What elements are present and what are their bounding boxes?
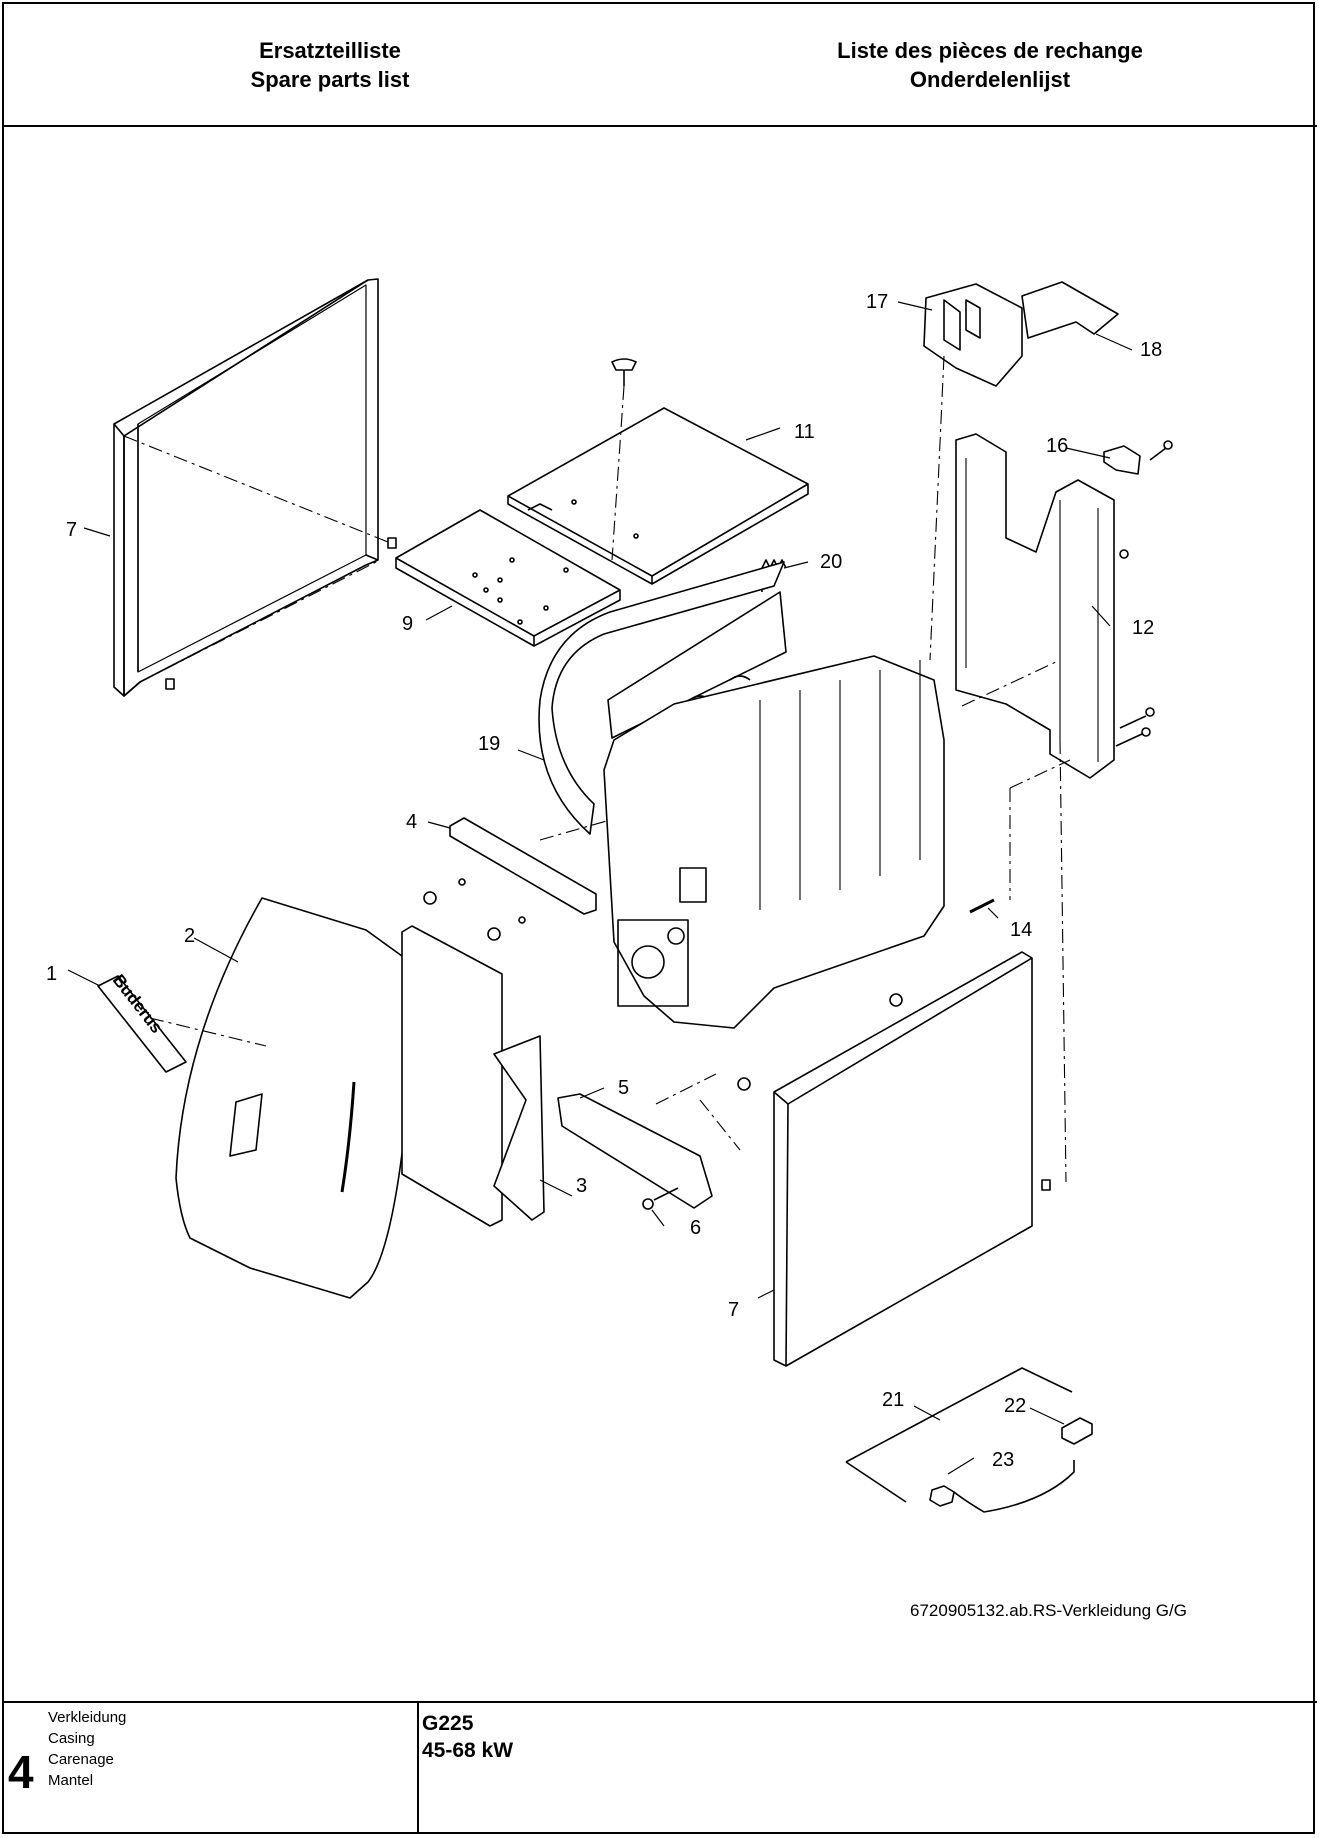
part-12-side-insulation — [955, 433, 1115, 779]
callout-22: 22 — [1004, 1395, 1026, 1417]
callout-numbers: 1 2 3 4 5 6 7 7 9 11 12 14 16 17 18 19 2… — [46, 291, 1162, 1471]
footer-divider — [2, 1701, 1317, 1703]
callout-11: 11 — [794, 421, 815, 443]
drawing-reference: 6720905132.ab.RS-Verkleidung G/G — [910, 1601, 1187, 1620]
section-name-nl: Mantel — [48, 1772, 94, 1789]
section-name-de: Verkleidung — [48, 1709, 127, 1726]
callout-23: 23 — [992, 1449, 1014, 1471]
callout-14: 14 — [1010, 919, 1032, 941]
callout-9: 9 — [402, 613, 413, 635]
section-names: Verkleidung Casing Carenage Mantel — [48, 1707, 126, 1791]
callout-7-side: 7 — [728, 1299, 739, 1321]
callout-7-rear: 7 — [66, 519, 77, 541]
callout-3: 3 — [576, 1175, 587, 1197]
callout-2: 2 — [184, 925, 195, 947]
part-4-mounting-strip — [449, 817, 597, 915]
part-1-buderus-logo: Buderus — [97, 971, 187, 1073]
part-16-bracket — [1103, 440, 1173, 475]
part-12-fixing-screws — [1115, 549, 1155, 747]
section-name-en: Casing — [48, 1730, 95, 1747]
part-14-bolt — [969, 898, 995, 914]
part-17-top-insulation — [923, 283, 1023, 387]
callout-18: 18 — [1140, 339, 1162, 361]
title-english: Spare parts list — [250, 67, 410, 92]
part-5-support-rail — [557, 1093, 713, 1209]
callout-12: 12 — [1132, 617, 1154, 639]
leader-lines — [67, 301, 1133, 1475]
callout-5: 5 — [618, 1077, 629, 1099]
nuts-and-washers — [423, 878, 526, 941]
part-21-wiring-harness — [845, 1367, 1093, 1513]
callout-20: 20 — [820, 551, 842, 573]
model-name: G225 — [422, 1712, 474, 1735]
header-divider — [2, 125, 1317, 127]
header-right-titles: Liste des pièces de rechange Onderdelenl… — [800, 36, 1180, 94]
model-info: G225 45-68 kW — [422, 1710, 513, 1764]
callout-17: 17 — [866, 291, 888, 313]
section-number: 4 — [8, 1746, 34, 1798]
part-18-insulation-mat — [1021, 281, 1119, 339]
footer-column-divider — [417, 1701, 419, 1834]
title-french: Liste des pièces de rechange — [837, 38, 1143, 63]
callout-4: 4 — [406, 811, 417, 833]
callout-6: 6 — [690, 1217, 701, 1239]
part-7-rear-panel-frame — [113, 278, 397, 697]
callout-16: 16 — [1046, 435, 1068, 457]
callout-21: 21 — [882, 1389, 904, 1411]
part-3-front-insulation — [401, 925, 545, 1227]
section-name-fr: Carenage — [48, 1751, 114, 1768]
part-6-screw — [642, 1187, 679, 1210]
heat-exchanger-block — [603, 655, 945, 1091]
callout-1: 1 — [46, 963, 57, 985]
part-11-upper-cover — [507, 358, 809, 585]
header-left-titles: Ersatzteilliste Spare parts list — [200, 36, 460, 94]
model-power: 45-68 kW — [422, 1739, 514, 1762]
alignment-lines — [123, 355, 1071, 1183]
exploded-view-drawing: Buderus — [46, 278, 1173, 1513]
part-2-front-panel — [175, 897, 413, 1299]
callout-19: 19 — [478, 733, 500, 755]
part-7-side-panel — [773, 951, 1051, 1367]
part-9-top-plate — [395, 509, 621, 647]
title-german: Ersatzteilliste — [259, 38, 401, 63]
title-dutch: Onderdelenlijst — [909, 67, 1071, 92]
